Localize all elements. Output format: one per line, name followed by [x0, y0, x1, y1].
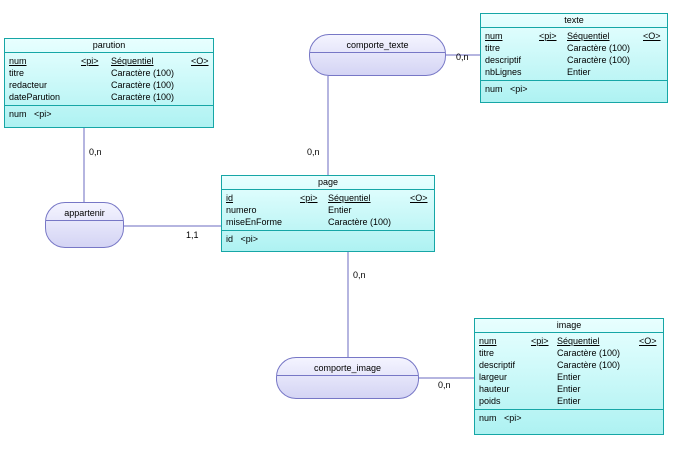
attribute-name: numero [226, 205, 257, 215]
attribute-name: miseEnForme [226, 217, 283, 227]
attribute-type: Entier [557, 384, 581, 394]
association-comporte-texte[interactable]: comporte_texte [309, 34, 446, 76]
attribute-type: Entier [557, 372, 581, 382]
attribute-row: poids Entier [479, 395, 659, 407]
attribute-name: titre [479, 348, 495, 358]
attribute-type: Caractère (100) [557, 360, 621, 370]
entity-identifier: num <pi> [9, 109, 52, 119]
cardinality-page-appartenir: 1,1 [186, 230, 199, 240]
entity-identifier: id <pi> [226, 234, 259, 244]
entity-texte[interactable]: texte num <pi> Séquentiel <O> titre Cara… [480, 13, 668, 103]
attribute-row: titre Caractère (100) [479, 347, 659, 359]
attribute-type: Caractère (100) [557, 348, 621, 358]
attribute-name: largeur [479, 372, 508, 382]
entity-image[interactable]: image num <pi> Séquentiel <O> titre Cara… [474, 318, 664, 435]
attribute-row: numero Entier [226, 204, 430, 216]
attribute-name: nbLignes [485, 67, 522, 77]
attribute-name: descriptif [479, 360, 516, 370]
attribute-name: redacteur [9, 80, 48, 90]
entity-attributes: id <pi> Séquentiel <O> numero Entier mis… [222, 190, 434, 231]
attribute-name: num [479, 336, 497, 346]
cardinality-page-comporte-image: 0,n [353, 270, 366, 280]
attribute-name: num [9, 56, 27, 66]
entity-title: image [475, 319, 663, 333]
attribute-name: titre [9, 68, 25, 78]
attribute-key: <pi> [81, 56, 99, 66]
entity-attributes: num <pi> Séquentiel <O> titre Caractère … [475, 333, 663, 410]
attribute-mandatory: <O> [191, 56, 209, 66]
attribute-row: num <pi> Séquentiel <O> [9, 55, 209, 67]
association-title: comporte_image [277, 362, 418, 376]
entity-title: texte [481, 14, 667, 28]
attribute-type: Séquentiel [557, 336, 600, 346]
attribute-key: <pi> [539, 31, 557, 41]
attribute-type: Séquentiel [111, 56, 154, 66]
entity-attributes: num <pi> Séquentiel <O> titre Caractère … [5, 53, 213, 106]
attribute-type: Caractère (100) [567, 43, 631, 53]
attribute-mandatory: <O> [643, 31, 661, 41]
attribute-row: redacteur Caractère (100) [9, 79, 209, 91]
attribute-type: Caractère (100) [111, 80, 175, 90]
attribute-row: descriptif Caractère (100) [479, 359, 659, 371]
attribute-name: descriptif [485, 55, 522, 65]
attribute-type: Entier [328, 205, 352, 215]
attribute-type: Séquentiel [567, 31, 610, 41]
attribute-row: id <pi> Séquentiel <O> [226, 192, 430, 204]
association-comporte-image[interactable]: comporte_image [276, 357, 419, 399]
attribute-row: dateParution Caractère (100) [9, 91, 209, 103]
attribute-name: num [485, 31, 503, 41]
attribute-row: titre Caractère (100) [485, 42, 663, 54]
attribute-type: Entier [557, 396, 581, 406]
attribute-row: hauteur Entier [479, 383, 659, 395]
entity-page[interactable]: page id <pi> Séquentiel <O> numero Entie… [221, 175, 435, 252]
cardinality-parution-appartenir: 0,n [89, 147, 102, 157]
attribute-name: hauteur [479, 384, 510, 394]
attribute-name: id [226, 193, 234, 203]
entity-attributes: num <pi> Séquentiel <O> titre Caractère … [481, 28, 667, 81]
cardinality-image-comporte-image: 0,n [438, 380, 451, 390]
entity-identifier: num <pi> [479, 413, 522, 423]
attribute-type: Caractère (100) [567, 55, 631, 65]
attribute-key: <pi> [300, 193, 318, 203]
attribute-row: num <pi> Séquentiel <O> [479, 335, 659, 347]
attribute-type: Caractère (100) [111, 92, 175, 102]
attribute-row: nbLignes Entier [485, 66, 663, 78]
cardinality-texte-comporte-texte: 0,n [456, 52, 469, 62]
attribute-type: Entier [567, 67, 591, 77]
attribute-mandatory: <O> [410, 193, 428, 203]
attribute-name: poids [479, 396, 501, 406]
attribute-type: Séquentiel [328, 193, 371, 203]
cardinality-page-comporte-texte: 0,n [307, 147, 320, 157]
entity-title: page [222, 176, 434, 190]
association-appartenir[interactable]: appartenir [45, 202, 124, 248]
attribute-name: titre [485, 43, 501, 53]
attribute-name: dateParution [9, 92, 61, 102]
attribute-type: Caractère (100) [111, 68, 175, 78]
entity-title: parution [5, 39, 213, 53]
attribute-mandatory: <O> [639, 336, 657, 346]
attribute-row: largeur Entier [479, 371, 659, 383]
attribute-row: descriptif Caractère (100) [485, 54, 663, 66]
association-title: comporte_texte [310, 39, 445, 53]
association-title: appartenir [46, 207, 123, 221]
entity-identifier: num <pi> [485, 84, 528, 94]
attribute-type: Caractère (100) [328, 217, 392, 227]
attribute-key: <pi> [531, 336, 549, 346]
attribute-row: titre Caractère (100) [9, 67, 209, 79]
attribute-row: miseEnForme Caractère (100) [226, 216, 430, 228]
entity-parution[interactable]: parution num <pi> Séquentiel <O> titre C… [4, 38, 214, 128]
attribute-row: num <pi> Séquentiel <O> [485, 30, 663, 42]
